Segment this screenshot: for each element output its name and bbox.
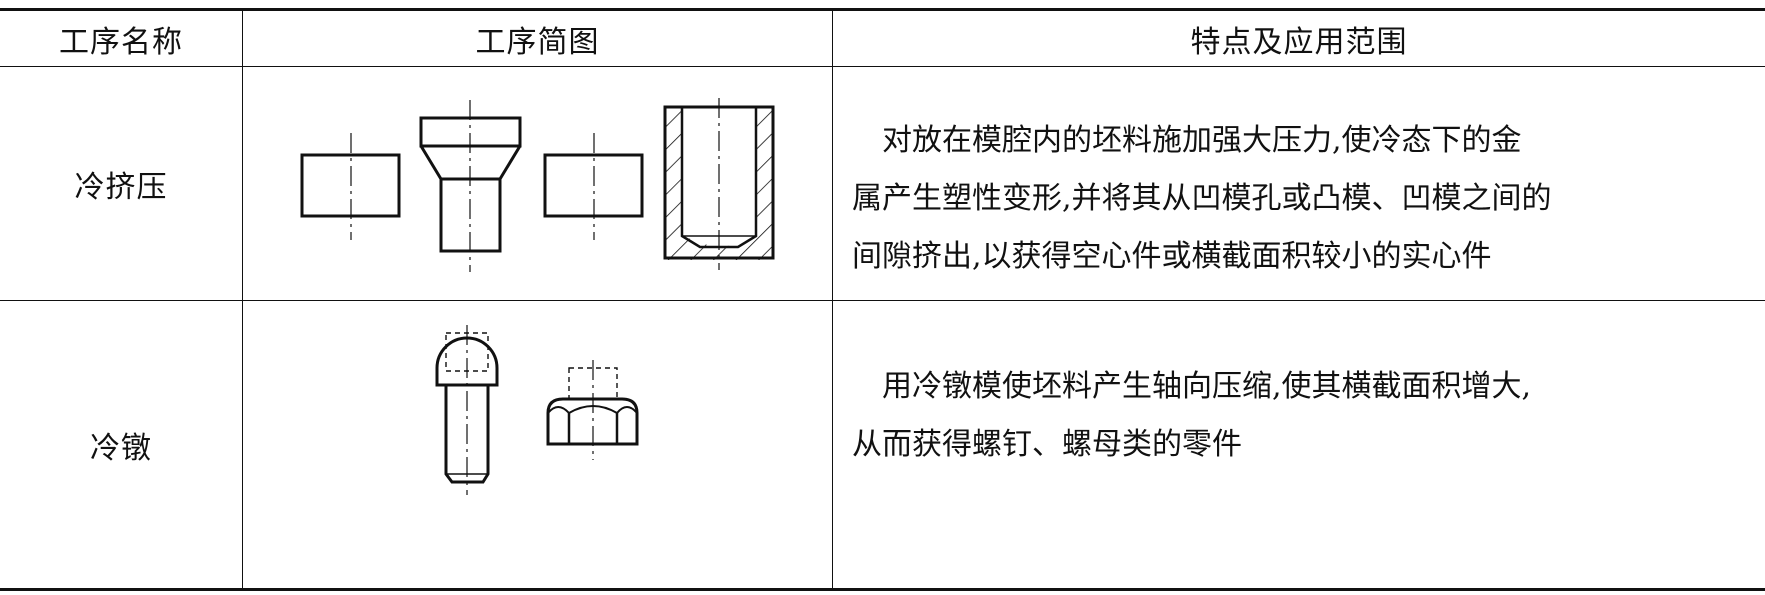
table-top-rule	[0, 8, 1765, 11]
header-features-text: 特点及应用范围	[1190, 24, 1408, 60]
table-bottom-rule	[0, 588, 1765, 591]
description-line: 从而获得螺钉、螺母类的零件	[852, 427, 1242, 462]
header-features: 特点及应用范围	[833, 11, 1765, 66]
heading-nut	[546, 360, 639, 460]
row-cold-heading-name-text: 冷镦	[90, 430, 152, 466]
row-cold-heading-name: 冷镦	[0, 301, 242, 588]
header-process-name: 工序名称	[0, 11, 242, 66]
extrusion-billet-1	[300, 133, 401, 240]
description-line: 对放在模腔内的坯料施加强大压力,使冷态下的金	[882, 123, 1522, 158]
heading-screw	[435, 325, 499, 495]
row-cold-extrusion-name-text: 冷挤压	[74, 169, 168, 205]
extrusion-part-solid	[419, 100, 522, 272]
row-divider-rule	[0, 300, 1765, 301]
header-process-diagram-text: 工序简图	[475, 24, 600, 60]
header-process-name-text: 工序名称	[59, 24, 183, 60]
row-cold-heading-description: 用冷镦模使坯料产生轴向压缩,使其横截面积增大, 从而获得螺钉、螺母类的零件	[852, 358, 1752, 474]
description-line: 属产生塑性变形,并将其从凹模孔或凸模、凹模之间的	[852, 181, 1552, 216]
extrusion-billet-2	[543, 133, 644, 240]
header-process-diagram: 工序简图	[243, 11, 832, 66]
description-line: 间隙挤出,以获得空心件或横截面积较小的实心件	[852, 239, 1492, 274]
description-line: 用冷镦模使坯料产生轴向压缩,使其横截面积增大,	[882, 369, 1532, 404]
row-cold-extrusion-name: 冷挤压	[0, 67, 242, 300]
extrusion-part-hollow-section	[663, 98, 775, 270]
header-bottom-rule	[0, 66, 1765, 67]
row-cold-extrusion-description: 对放在模腔内的坯料施加强大压力,使冷态下的金 属产生塑性变形,并将其从凹模孔或凸…	[852, 112, 1752, 286]
column-divider-1	[242, 10, 243, 590]
column-divider-2	[832, 10, 833, 590]
